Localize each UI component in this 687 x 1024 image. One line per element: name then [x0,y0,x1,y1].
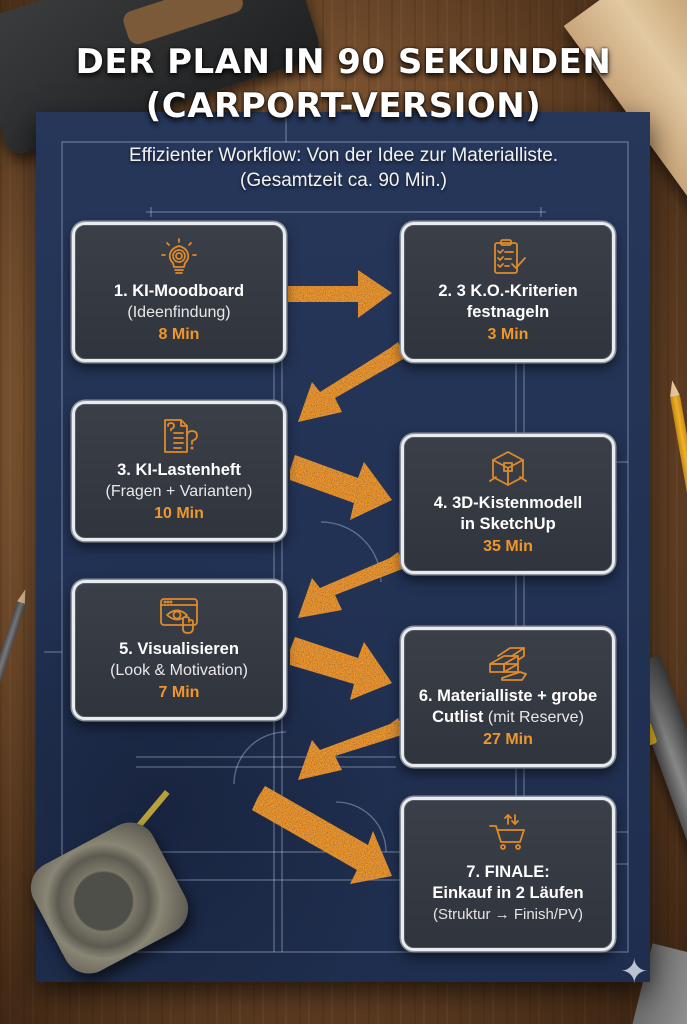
step-card-7: 7. FINALE: Einkauf in 2 Läufen (Struktur… [401,797,615,951]
step-card-4: 4. 3D-Kistenmodell in SketchUp 35 Min [401,434,615,574]
step-title: 2. 3 K.O.-Kriterien [438,282,578,300]
step-card-5: 5. Visualisieren (Look & Motivation) 7 M… [72,580,286,720]
lightbulb-gear-icon [159,237,199,277]
3d-cube-icon [488,449,528,489]
step-detail: (Look & Motivation) [110,662,248,679]
step-time: 7 Min [158,684,200,701]
step-card-6: 6. Materialliste + grobe Cutlist (mit Re… [401,627,615,767]
step-title: 5. Visualisieren [119,640,239,658]
step-card-3: 3. KI-Lastenheft (Fragen + Varianten) 10… [72,401,286,541]
step-card-1: 1. KI-Moodboard (Ideenfindung) 8 Min [72,222,286,362]
document-question-icon [159,416,199,456]
title-line-2: (CARPORT-VERSION) [145,86,542,126]
sparkle-icon: ✦ [620,953,649,991]
subtitle-line-1: Effizienter Workflow: Von der Idee zur M… [128,145,559,166]
browser-eye-click-icon [159,595,199,635]
step-detail: (Ideenfindung) [127,304,231,321]
step-detail: in SketchUp [460,515,556,533]
subtitle: Effizienter Workflow: Von der Idee zur M… [0,143,687,193]
step-title: 7. FINALE: [466,863,550,881]
title-line-1: DER PLAN IN 90 SEKUNDEN [75,42,612,82]
step-title: 4. 3D-Kistenmodell [433,494,583,512]
clipboard-checklist-icon [488,237,528,277]
step-card-2: 2. 3 K.O.-Kriterien festnageln 3 Min [401,222,615,362]
pencil-right [670,395,687,545]
step-detail: (Struktur → Finish/PV) [432,906,584,923]
step-time: 3 Min [487,326,529,343]
step-detail: (mit Reserve) [483,709,584,726]
step-title: 3. KI-Lastenheft [117,461,241,479]
step-detail-bold: Einkauf in 2 Läufen [432,884,584,902]
lumber-saw-icon [488,642,528,682]
subtitle-line-2: (Gesamtzeit ca. 90 Min.) [240,170,447,191]
shopping-cart-arrows-icon [488,812,528,852]
step-time: 8 Min [158,326,200,343]
step-time: 35 Min [483,538,533,555]
step-detail: festnageln [466,303,550,321]
step-detail: (Fragen + Varianten) [105,483,253,500]
step-time: 10 Min [154,505,204,522]
step-time: 27 Min [483,731,533,748]
step-title: 6. Materialliste + grobe [418,687,598,705]
step-title: 1. KI-Moodboard [113,282,245,300]
page-title: DER PLAN IN 90 SEKUNDEN (CARPORT-VERSION… [0,40,687,128]
pencil-left [0,601,26,709]
step-detail-bold: Cutlist [432,708,484,726]
